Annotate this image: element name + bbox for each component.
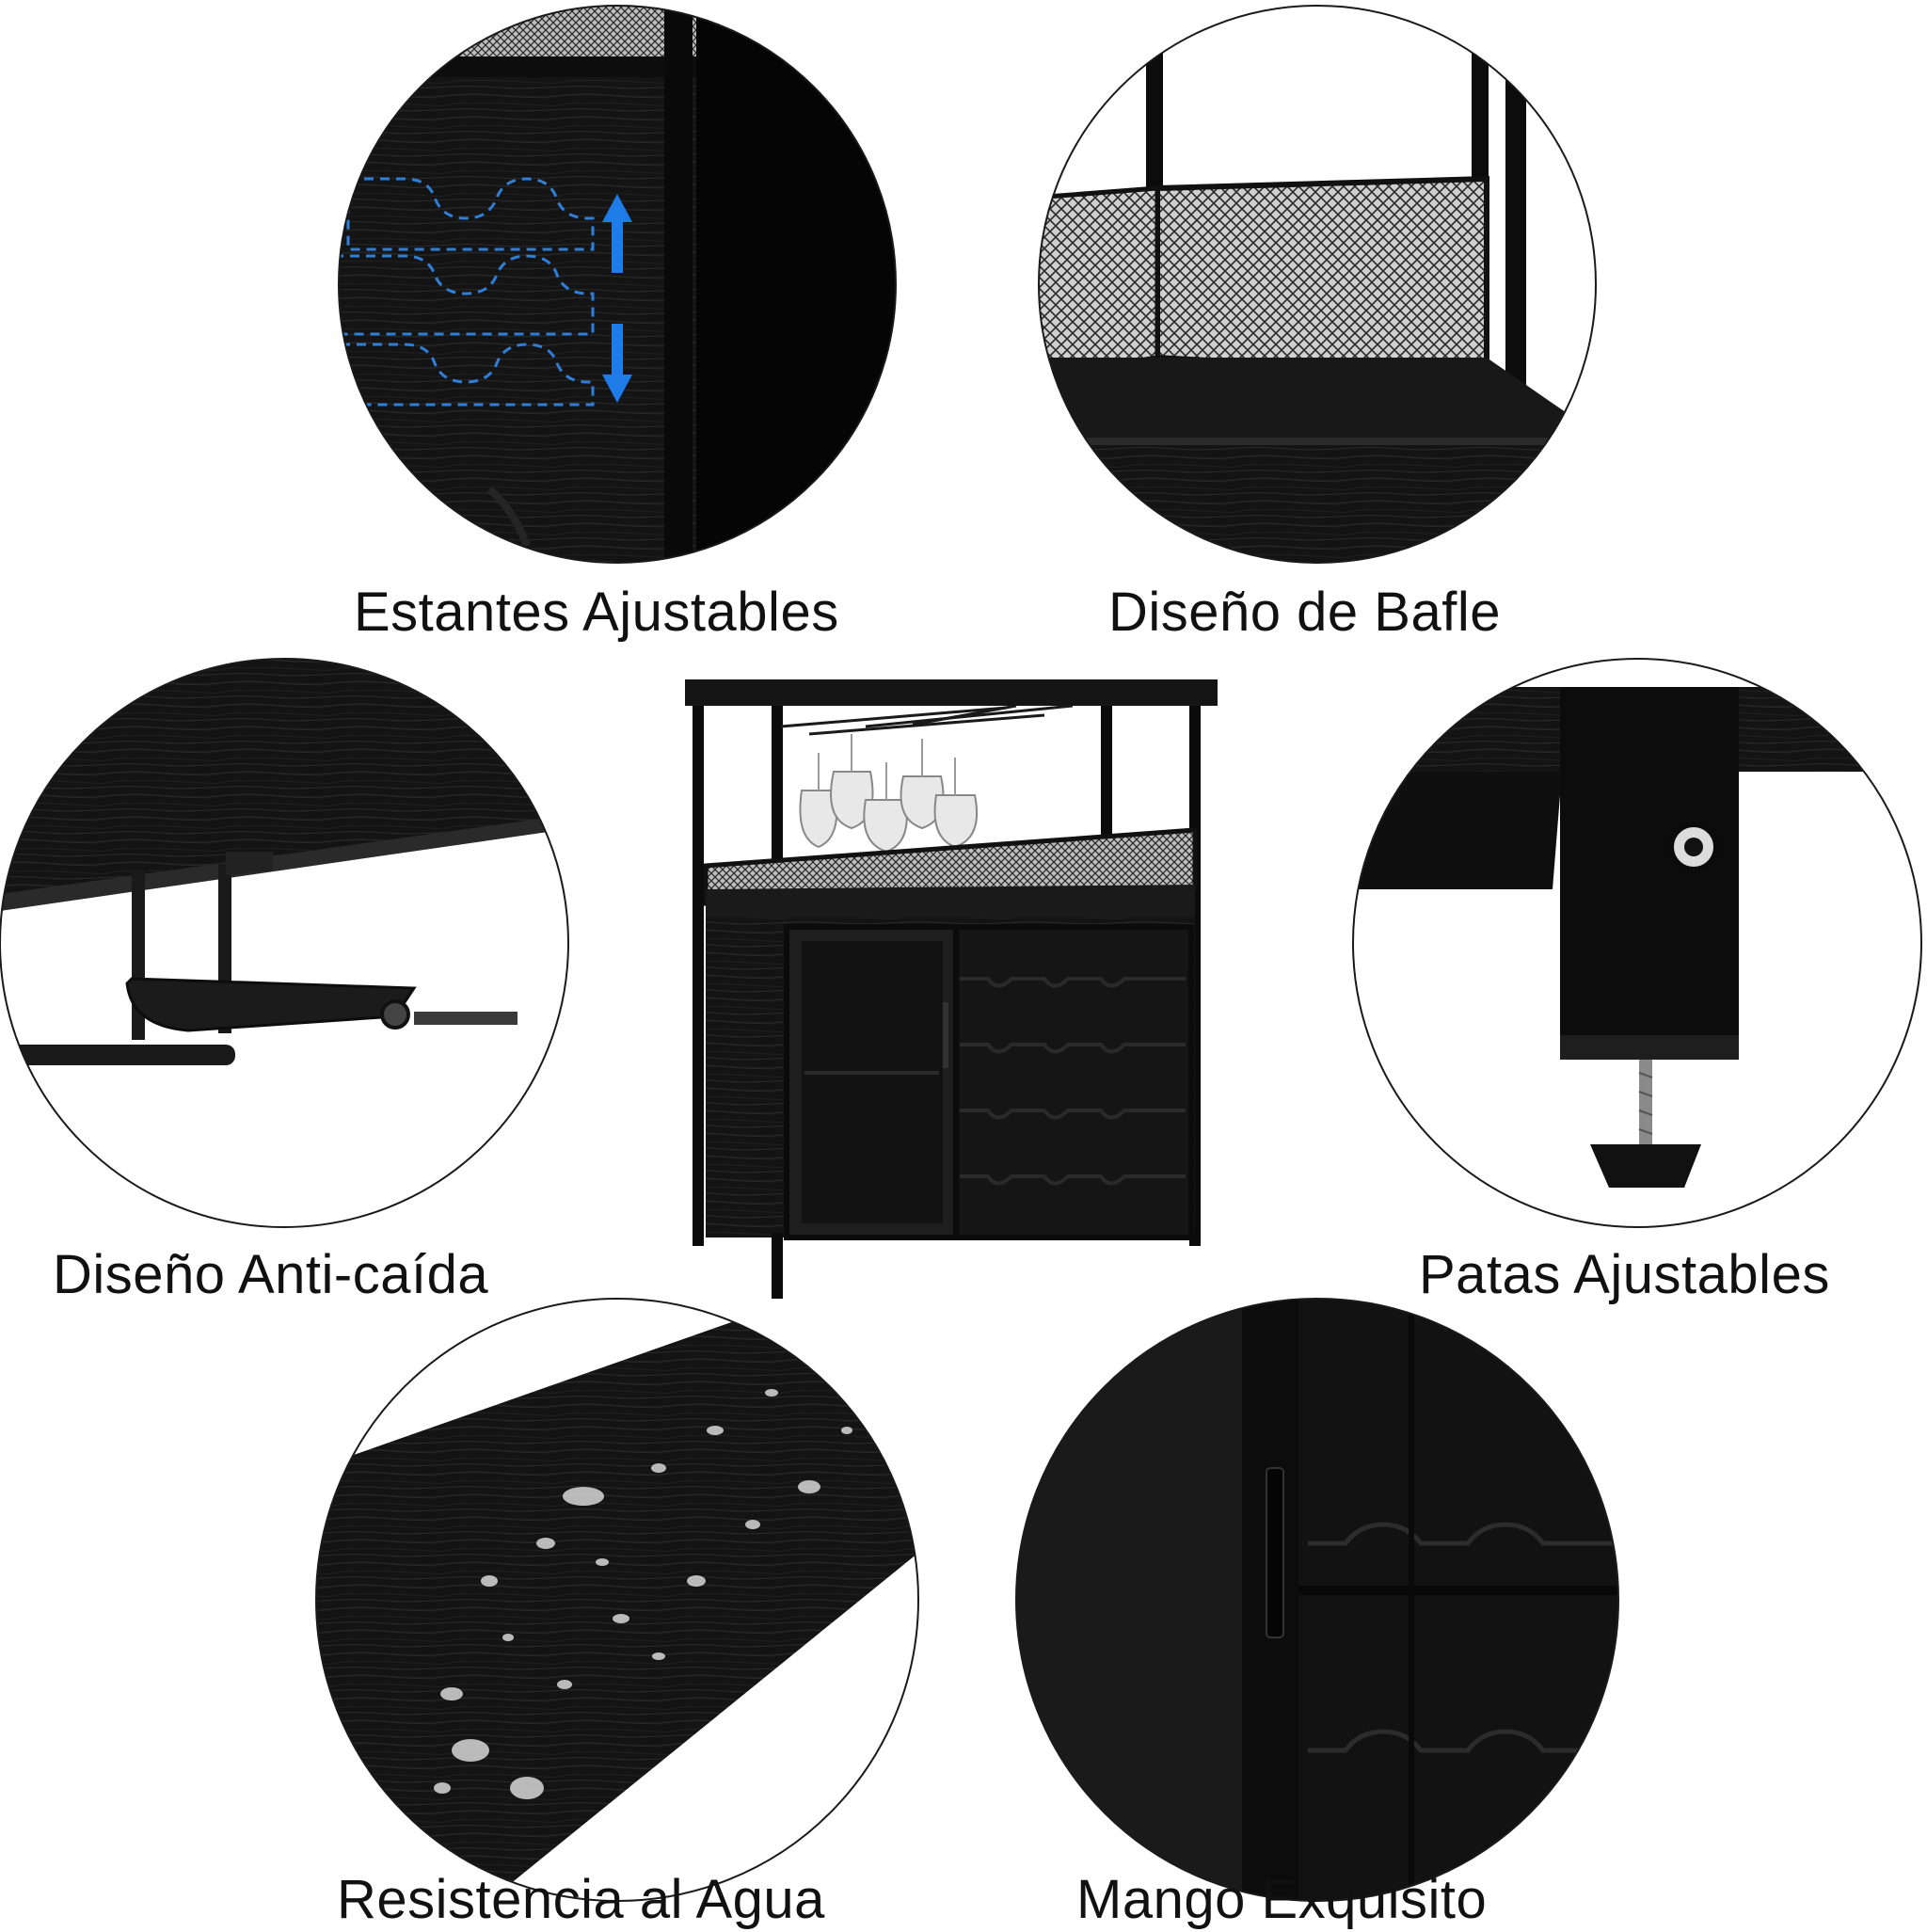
water-resistance-detail bbox=[315, 1298, 919, 1902]
label-diseno-anti-caida: Diseño Anti-caída bbox=[53, 1244, 489, 1305]
up-arrow-icon bbox=[602, 194, 632, 273]
label-diseno-de-bafle: Diseño de Bafle bbox=[1108, 582, 1501, 643]
adjustable-shelves-detail bbox=[338, 5, 897, 564]
down-arrow-icon bbox=[602, 324, 632, 403]
anti-fall-design-detail bbox=[0, 658, 569, 1228]
label-estantes-ajustables: Estantes Ajustables bbox=[354, 582, 839, 643]
baffle-design-detail bbox=[1038, 5, 1597, 564]
exquisite-handle-detail bbox=[1015, 1298, 1619, 1902]
bar-cabinet-product bbox=[685, 679, 1218, 1299]
label-patas-ajustables: Patas Ajustables bbox=[1419, 1244, 1830, 1305]
label-resistencia-al-agua: Resistencia al Agua bbox=[337, 1869, 825, 1930]
adjustable-feet-detail bbox=[1352, 658, 1922, 1228]
label-mango-exquisito: Mango Exquisito bbox=[1076, 1869, 1488, 1930]
